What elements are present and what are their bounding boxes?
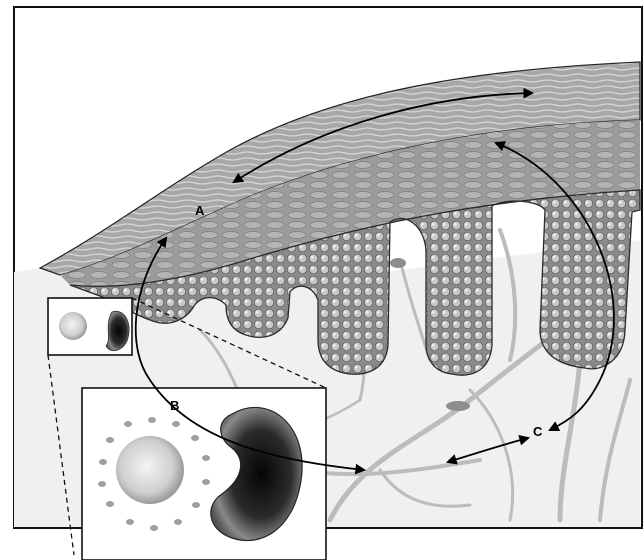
label-a: A [195, 203, 205, 218]
label-c: C [533, 424, 543, 439]
dermal-cell [446, 401, 470, 411]
label-b: B [170, 398, 179, 413]
dermal-cell [390, 258, 406, 268]
inset-small-lymphocyte [59, 312, 87, 340]
